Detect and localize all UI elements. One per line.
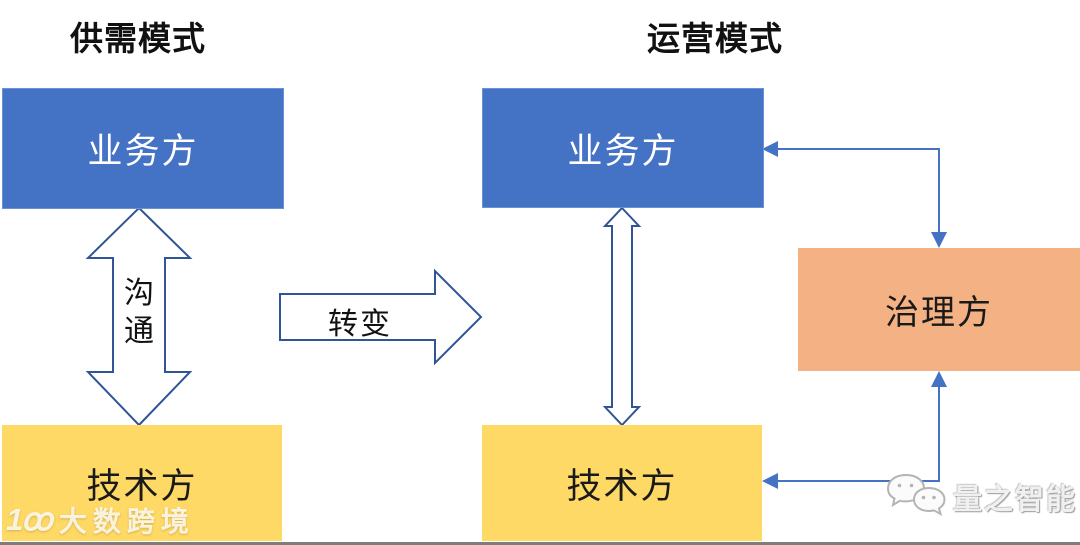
connector-governance-business — [778, 148, 940, 242]
left-section-title: 供需模式 — [70, 20, 206, 57]
operation-double-arrow — [602, 206, 642, 427]
arrowhead-left-business — [762, 141, 778, 157]
transform-label: 转变 — [328, 308, 392, 341]
connector-tech-governance — [778, 377, 940, 482]
watermark-liangzhizhineng-text: 量之智能 — [953, 484, 1078, 516]
communication-label: 沟通 — [124, 277, 154, 348]
watermark-dashukuajing: 1ꝏ 大数跨境 — [6, 500, 195, 540]
bottom-divider — [0, 542, 1080, 545]
business-box-left: 业务方 — [2, 88, 284, 209]
watermark-liangzhizhineng: 量之智能 — [885, 472, 1077, 522]
governance-box: 治理方 — [798, 248, 1080, 371]
arrowhead-up-governance — [931, 371, 947, 387]
dashukuajing-logo-icon: 1ꝏ — [6, 502, 53, 537]
tech-box-left: 技术方 — [2, 425, 282, 541]
right-section-title: 运营模式 — [647, 20, 783, 57]
arrowhead-left-tech — [762, 473, 778, 489]
wechat-icon — [886, 473, 946, 517]
tech-box-right: 技术方 — [482, 425, 762, 541]
business-box-right: 业务方 — [482, 88, 764, 208]
arrowhead-down-governance — [931, 232, 947, 248]
watermark-dashukuajing-text: 大数跨境 — [58, 506, 195, 537]
transform-arrow-shape — [279, 268, 483, 366]
